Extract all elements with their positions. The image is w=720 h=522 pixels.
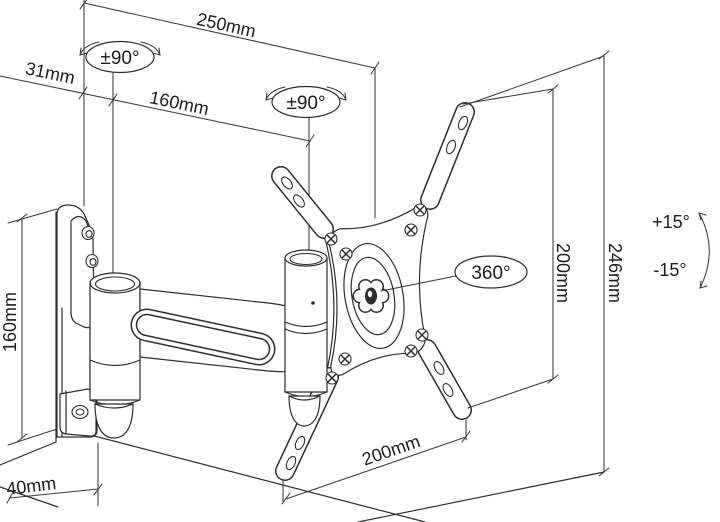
wall-bottom-edge bbox=[0, 441, 57, 466]
pivot1-dome-seam bbox=[94, 403, 134, 409]
arm-slot-hole bbox=[445, 139, 457, 155]
pivot1-dome bbox=[94, 403, 134, 439]
dim-line bbox=[7, 208, 58, 446]
arm-slot-hole bbox=[294, 435, 306, 451]
arm-slot-hole bbox=[293, 194, 305, 208]
callout-ellipse bbox=[85, 40, 155, 74]
pivot2-top-rim bbox=[289, 252, 323, 266]
leader-line bbox=[380, 275, 457, 292]
label-swivel: 360° bbox=[471, 263, 510, 284]
dim-ticks bbox=[281, 430, 471, 505]
floor-edge-left bbox=[55, 425, 426, 522]
label-tilt-down: -15° bbox=[653, 260, 686, 280]
screw bbox=[404, 344, 418, 358]
rotate-arrow-right bbox=[326, 86, 347, 101]
dimension-246mm-right: 246mm bbox=[459, 50, 625, 477]
pivot1-body bbox=[89, 282, 141, 401]
pivot2-dome bbox=[288, 395, 321, 427]
pivot2-seam bbox=[284, 328, 328, 335]
rotate-arrow-left bbox=[265, 86, 286, 101]
swivel-hub bbox=[352, 279, 390, 313]
pivot1-seam bbox=[89, 359, 141, 367]
vesa-plate bbox=[324, 203, 429, 385]
dim-ticks bbox=[6, 483, 103, 504]
pivot-cylinder-plate bbox=[284, 249, 328, 427]
dimension-200mm-right: 200mm bbox=[462, 84, 573, 409]
dim-ticks bbox=[79, 0, 380, 75]
label-wallplate-height: 160mm bbox=[0, 292, 20, 352]
label-tilt-up: +15° bbox=[652, 212, 690, 232]
dim-line bbox=[9, 442, 99, 507]
wall-plate-hole-inner bbox=[85, 230, 93, 238]
dimension-31mm-160mm: 31mm 160mm bbox=[0, 58, 315, 148]
dimension-40mm-bottom-left: 40mm bbox=[5, 442, 103, 507]
label-vesa-height: 200mm bbox=[553, 243, 573, 303]
plate-circle-inner bbox=[350, 256, 396, 336]
wall-skirt-edge bbox=[0, 486, 59, 508]
label-vesa-width: 200mm bbox=[359, 431, 422, 469]
screw bbox=[325, 371, 339, 385]
pivot2-body bbox=[284, 257, 328, 393]
screw bbox=[339, 247, 353, 261]
articulating-arm bbox=[130, 288, 296, 373]
tilt-arrowheads bbox=[698, 212, 708, 289]
dim-ticks bbox=[16, 213, 28, 443]
rotation-callout-swivel: 360° bbox=[380, 255, 528, 292]
pivot-pin-dot bbox=[311, 301, 315, 305]
pivot-cylinder-wall bbox=[89, 272, 141, 439]
wall-and-floor-lines bbox=[0, 211, 605, 522]
plate-circle-outer bbox=[343, 242, 405, 350]
rotation-callout-pivot1: ±90° bbox=[79, 40, 161, 74]
label-overall-height: 246mm bbox=[605, 243, 625, 303]
tilt-annotation: +15° -15° bbox=[652, 212, 710, 289]
screw bbox=[415, 328, 429, 342]
floor-edge-right bbox=[357, 471, 605, 522]
dim-ticks bbox=[547, 84, 559, 384]
extension-lines-behind bbox=[83, 0, 376, 285]
rotate-arrow-left bbox=[79, 41, 100, 56]
screw bbox=[338, 352, 352, 366]
label-base-depth: 40mm bbox=[5, 473, 57, 499]
dim-line bbox=[459, 54, 605, 473]
dim-ticks bbox=[598, 50, 610, 477]
screw bbox=[324, 232, 338, 246]
callout-ellipse bbox=[454, 255, 528, 289]
pivot1-top bbox=[89, 272, 141, 294]
callout-ellipse bbox=[271, 85, 341, 119]
screw bbox=[413, 203, 427, 217]
arm-slot-hole bbox=[281, 176, 293, 190]
tilt-arc bbox=[698, 212, 710, 289]
dim-line bbox=[0, 75, 311, 142]
arm-slot-hole bbox=[433, 361, 445, 375]
vesa-plate-thickness-edge bbox=[325, 241, 335, 369]
dim-line bbox=[83, 2, 376, 69]
label-wall-offset: 31mm bbox=[24, 58, 77, 88]
dim-ticks bbox=[78, 86, 315, 148]
pivot1-top-rim bbox=[94, 276, 136, 292]
label-top-depth: 250mm bbox=[195, 9, 258, 42]
arm-slot-hole bbox=[457, 115, 469, 131]
pivot2-seam bbox=[284, 321, 328, 328]
arm-slot-inner-fill bbox=[137, 315, 269, 359]
dimension-160mm-left: 160mm bbox=[0, 208, 58, 446]
screw bbox=[404, 223, 418, 237]
pivot2-top bbox=[284, 249, 328, 267]
dim-line bbox=[462, 88, 554, 409]
pivot2-dome-seam bbox=[288, 395, 321, 401]
rotate-arrow-right bbox=[140, 41, 161, 56]
vesa-arm-lower-right-fill bbox=[418, 340, 471, 419]
foot-hole-inner bbox=[75, 408, 85, 416]
rotation-callout-pivot2: ±90° bbox=[265, 85, 347, 119]
arm-slot-hole bbox=[442, 383, 454, 397]
wall-plate-hole-inner bbox=[89, 258, 97, 266]
label-pivot2-rotation: ±90° bbox=[286, 93, 325, 114]
label-arm-length: 160mm bbox=[148, 87, 211, 119]
plate-screws bbox=[324, 203, 429, 385]
label-pivot1-rotation: ±90° bbox=[100, 48, 139, 69]
arm-slot-hole bbox=[285, 455, 297, 471]
hub-bolt-center bbox=[367, 290, 373, 298]
